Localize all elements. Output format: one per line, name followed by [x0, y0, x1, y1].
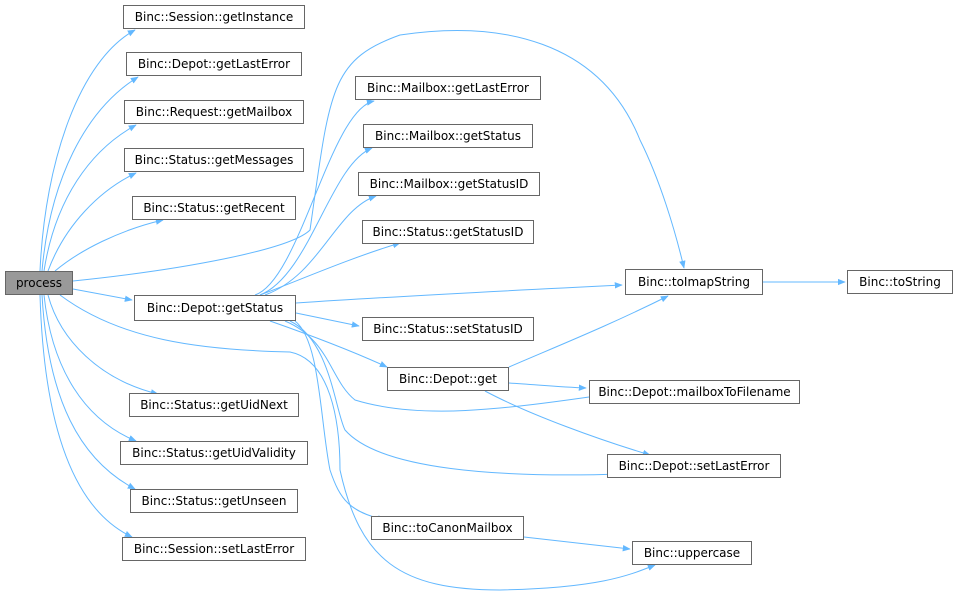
node-tostring[interactable]: Binc::toString: [847, 270, 953, 294]
edge-process-to-status-getunseen: [41, 294, 136, 490]
edge-process-to-request-getmailbox: [43, 124, 137, 272]
node-session-getinstance[interactable]: Binc::Session::getInstance: [123, 5, 305, 29]
node-status-getuidvalidity[interactable]: Binc::Status::getUidValidity: [120, 441, 308, 465]
edge-depot-getstatus-to-depot-mailboxtofilename: [284, 320, 611, 412]
edge-depot-getstatus-to-status-getstatusid: [259, 242, 401, 296]
node-mailbox-getstatusid[interactable]: Binc::Mailbox::getStatusID: [358, 172, 540, 196]
node-status-getunseen[interactable]: Binc::Status::getUnseen: [130, 489, 298, 513]
edge-process-to-depot-getstatus: [72, 288, 133, 302]
edge-depot-getstatus-to-toimapstring: [295, 282, 623, 304]
edge-process-to-uppercase: [59, 294, 656, 591]
node-status-getstatusid[interactable]: Binc::Status::getStatusID: [362, 220, 534, 244]
node-request-getmailbox[interactable]: Binc::Request::getMailbox: [124, 100, 304, 124]
node-depot-getstatus[interactable]: Binc::Depot::getStatus: [134, 295, 296, 321]
edge-depot-get-to-depot-mailboxtofilename: [508, 382, 587, 391]
node-status-setstatusid[interactable]: Binc::Status::setStatusID: [362, 317, 534, 341]
edge-depot-get-to-depot-setlasterror: [484, 390, 651, 456]
edge-process-to-session-getinstance: [39, 29, 136, 272]
edge-process-to-toimapstring: [72, 30, 686, 282]
edge-process-to-depot-getlasterror: [41, 76, 139, 272]
node-mailbox-getlasterror[interactable]: Binc::Mailbox::getLastError: [355, 76, 541, 100]
node-process[interactable]: process: [5, 271, 73, 295]
edge-process-to-status-getuidvalidity: [43, 294, 137, 442]
edge-depot-getstatus-to-depot-get: [269, 320, 388, 368]
edge-depot-get-to-toimapstring: [508, 295, 669, 368]
node-session-setlasterror[interactable]: Binc::Session::setLastError: [122, 537, 306, 561]
edge-tocanonmailbox-to-uppercase: [523, 536, 631, 552]
node-status-getuidnext[interactable]: Binc::Status::getUidNext: [129, 393, 299, 417]
node-mailbox-getstatus[interactable]: Binc::Mailbox::getStatus: [363, 124, 533, 148]
edge-process-to-session-setlasterror: [39, 294, 133, 538]
node-depot-getlasterror[interactable]: Binc::Depot::getLastError: [126, 52, 302, 76]
edge-depot-getstatus-to-depot-setlasterror: [289, 320, 623, 478]
node-status-getrecent[interactable]: Binc::Status::getRecent: [132, 196, 296, 220]
edge-depot-getstatus-to-mailbox-getlasterror: [254, 99, 375, 296]
edge-depot-getstatus-to-mailbox-getstatus: [259, 147, 373, 296]
edge-process-to-status-getmessages: [47, 172, 137, 272]
node-depot-get[interactable]: Binc::Depot::get: [387, 367, 509, 391]
edge-process-to-status-getuidnext: [47, 294, 159, 396]
edge-depot-getstatus-to-status-setstatusid: [295, 312, 360, 328]
node-status-getmessages[interactable]: Binc::Status::getMessages: [124, 148, 304, 172]
edge-process-to-status-getrecent: [54, 218, 164, 272]
node-depot-mailboxtofilename[interactable]: Binc::Depot::mailboxToFilename: [589, 380, 800, 404]
node-tocanonmailbox[interactable]: Binc::toCanonMailbox: [371, 516, 524, 540]
node-depot-setlasterror[interactable]: Binc::Depot::setLastError: [607, 454, 781, 478]
node-toimapstring[interactable]: Binc::toImapString: [625, 269, 763, 295]
edge-depot-getstatus-to-tocanonmailbox: [294, 320, 386, 522]
node-uppercase[interactable]: Binc::uppercase: [632, 541, 752, 565]
